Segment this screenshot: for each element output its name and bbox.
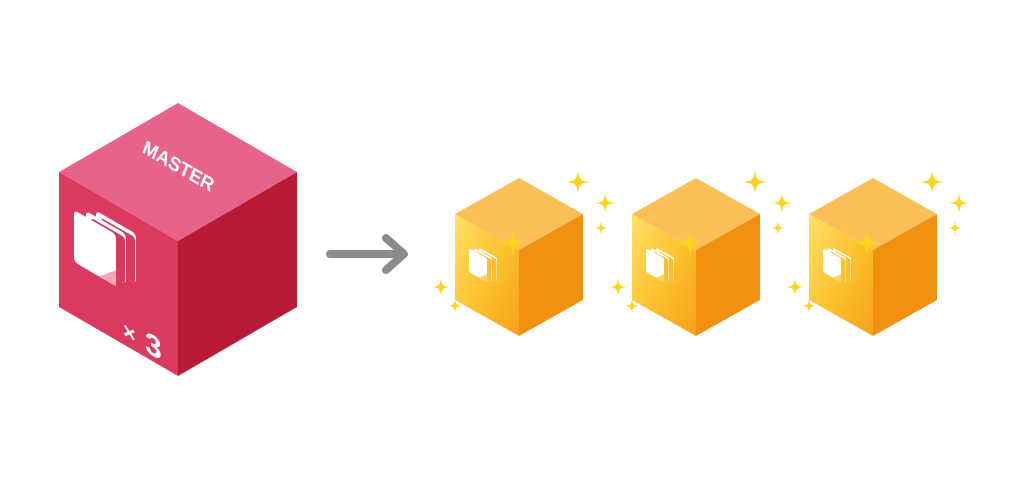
sparkle-icon bbox=[432, 278, 450, 296]
sparkle-icon bbox=[786, 278, 804, 296]
sparkle-icon bbox=[594, 221, 608, 235]
stacked-documents-icon bbox=[823, 248, 851, 283]
sparkle-icon bbox=[771, 221, 785, 235]
copy-cube-right bbox=[873, 214, 937, 336]
copy-cube-right bbox=[696, 214, 760, 336]
sparkle-icon bbox=[948, 221, 962, 235]
master-cube: MASTER × 3 bbox=[59, 103, 297, 376]
right-arrow-icon bbox=[326, 234, 408, 274]
sparkle-icon bbox=[595, 193, 615, 213]
sparkle-icon bbox=[920, 170, 944, 194]
copy-cube-right bbox=[519, 214, 583, 336]
copy-cube bbox=[786, 170, 969, 336]
sparkle-icon bbox=[772, 193, 792, 213]
stacked-documents-icon bbox=[469, 248, 497, 283]
master-cube-right bbox=[178, 172, 297, 376]
copy-cubes bbox=[432, 170, 969, 336]
multiplier-symbol: × bbox=[123, 317, 136, 349]
sparkle-icon bbox=[566, 170, 590, 194]
stacked-documents-icon bbox=[74, 211, 136, 287]
multiplier-value: 3 bbox=[145, 324, 162, 367]
sparkle-icon bbox=[609, 278, 627, 296]
copy-cube bbox=[609, 170, 792, 336]
sparkle-icon bbox=[949, 193, 969, 213]
stacked-documents-icon bbox=[646, 248, 674, 283]
copy-cube bbox=[432, 170, 615, 336]
sparkle-icon bbox=[743, 170, 767, 194]
